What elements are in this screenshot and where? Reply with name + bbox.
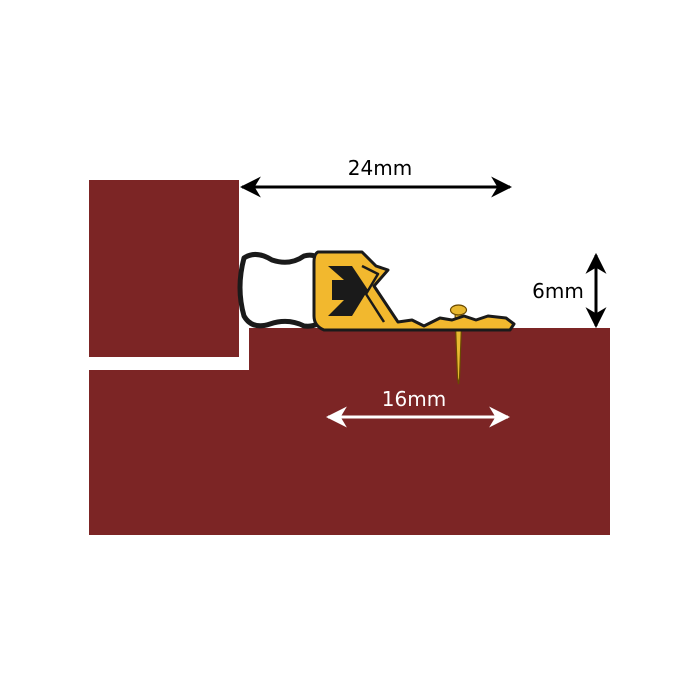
door-block	[89, 180, 239, 357]
seal-channel	[361, 264, 386, 323]
frame-block	[89, 328, 610, 535]
height-label: 6mm	[532, 279, 584, 303]
seal-bulb	[237, 252, 325, 329]
seal-body	[312, 250, 516, 332]
seal-core	[328, 266, 368, 316]
width-label: 24mm	[348, 156, 412, 180]
weatherseal-profile	[237, 250, 516, 332]
flange-label: 16mm	[382, 387, 446, 411]
